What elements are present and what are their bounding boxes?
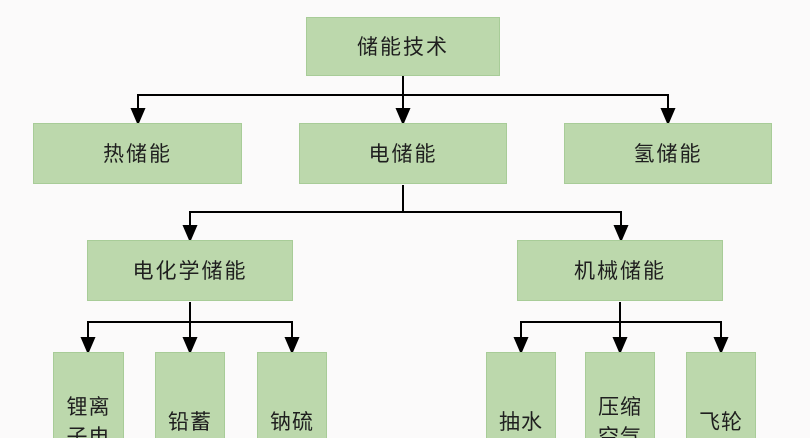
- arrowhead-icon: [613, 225, 629, 243]
- node-label: 电储能: [368, 141, 438, 166]
- node-pumped-hydro: 抽水: [486, 352, 556, 438]
- node-sodium-sulfur-battery: 钠硫: [257, 352, 327, 438]
- node-label: 锂离子电: [66, 395, 111, 438]
- node-label: 压缩空气: [598, 395, 642, 438]
- node-label: 电化学储能: [132, 258, 248, 283]
- node-electrical-storage: 电储能: [299, 123, 507, 184]
- node-compressed-air: 压缩空气: [585, 352, 655, 438]
- node-label: 抽水: [499, 410, 543, 434]
- branch-mechanical-to-level4: [513, 302, 729, 355]
- arrowhead-icon: [513, 337, 529, 355]
- node-mechanical-storage: 机械储能: [517, 240, 723, 301]
- node-flywheel: 飞轮: [686, 352, 756, 438]
- arrowhead-icon: [284, 337, 300, 355]
- branch-root-to-level2: [130, 76, 676, 126]
- branch-electrochemical-to-level4: [80, 302, 300, 355]
- node-lithium-ion-battery: 锂离子电: [53, 352, 124, 438]
- node-energy-storage-tech: 储能技术: [306, 17, 500, 76]
- node-label: 铅蓄: [168, 410, 212, 434]
- arrowhead-icon: [395, 108, 411, 126]
- arrowhead-icon: [130, 108, 146, 126]
- node-label: 氢储能: [633, 141, 703, 166]
- node-label: 飞轮: [699, 410, 743, 434]
- arrowhead-icon: [80, 337, 96, 355]
- arrowhead-icon: [612, 337, 628, 355]
- node-label: 储能技术: [357, 34, 449, 59]
- node-label: 钠硫: [270, 410, 314, 434]
- node-lead-acid-battery: 铅蓄: [155, 352, 225, 438]
- node-electrochemical-storage: 电化学储能: [87, 240, 293, 301]
- node-thermal-storage: 热储能: [33, 123, 242, 184]
- node-label: 机械储能: [574, 258, 666, 283]
- arrowhead-icon: [713, 337, 729, 355]
- arrowhead-icon: [660, 108, 676, 126]
- node-hydrogen-storage: 氢储能: [564, 123, 772, 184]
- branch-electrical-to-level3: [182, 185, 629, 243]
- arrowhead-icon: [182, 225, 198, 243]
- node-label: 热储能: [103, 141, 172, 166]
- arrowhead-icon: [182, 337, 198, 355]
